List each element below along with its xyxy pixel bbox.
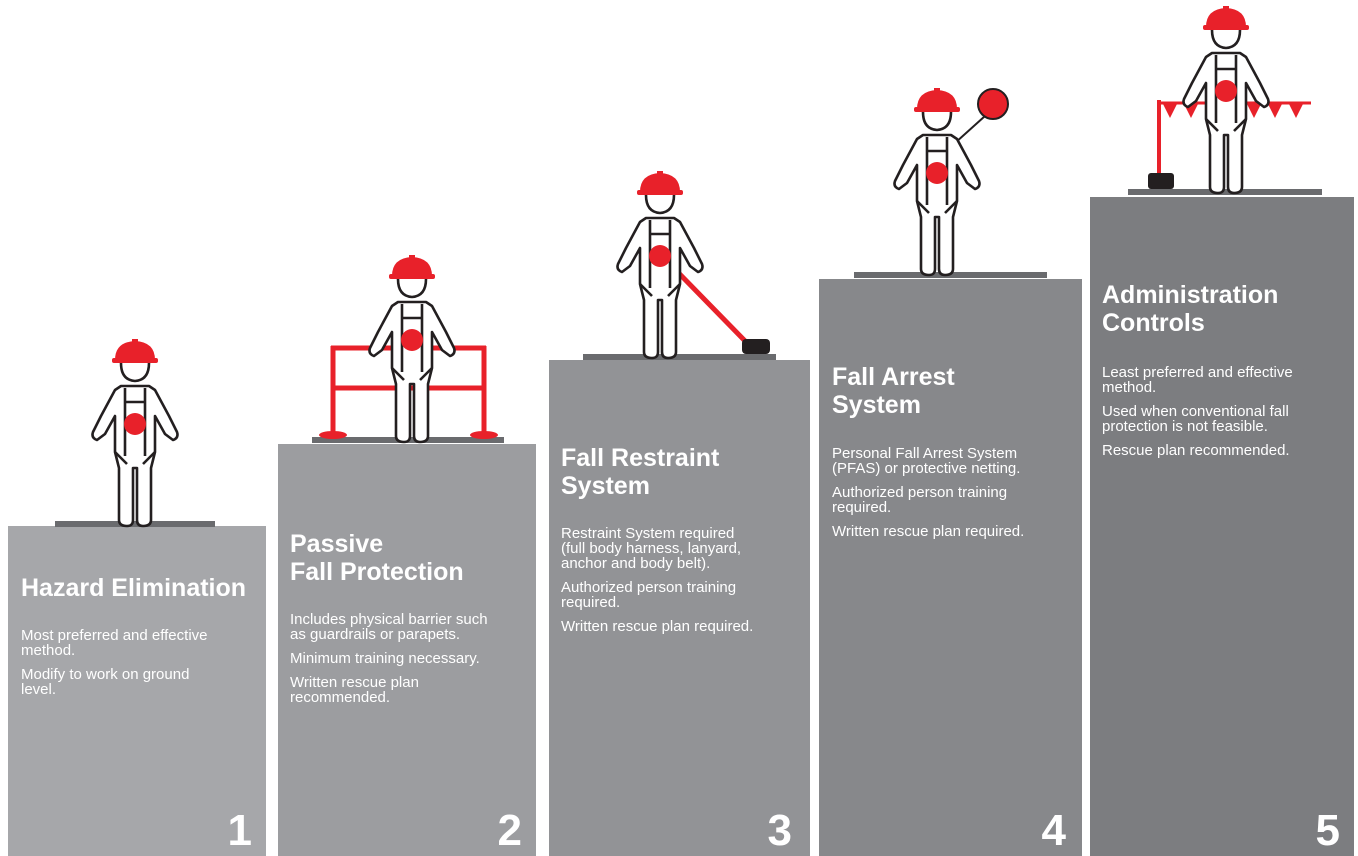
step-5-desc-line: Used when conventional fall protection i…	[1102, 403, 1289, 435]
worker-icon	[1182, 6, 1270, 195]
step-4-column: Fall Arrest System Personal Fall Arrest …	[819, 279, 1082, 856]
step-5-description: Least preferred and effective method. Us…	[1102, 365, 1342, 467]
step-4-title: Fall Arrest System	[832, 363, 955, 419]
step-3-desc-line: Written rescue plan required.	[561, 618, 754, 635]
face	[396, 278, 428, 299]
step-2-desc-line: Written rescue plan recommended.	[290, 674, 419, 706]
step-3-number: 3	[767, 806, 792, 855]
face	[119, 362, 151, 383]
harness-ring-icon	[1215, 80, 1237, 102]
helmet-icon	[392, 257, 432, 276]
step-4-desc-line: Personal Fall Arrest System (PFAS) or pr…	[832, 445, 1021, 477]
worker-icon	[91, 339, 179, 528]
step-3-column: Fall Restraint System Restraint System r…	[549, 360, 810, 856]
body-outline	[616, 216, 704, 360]
step-4-desc-line: Written rescue plan required.	[832, 523, 1025, 540]
face	[1210, 29, 1242, 50]
column-block	[549, 360, 810, 856]
step-2-column: Passive Fall Protection Includes physica…	[278, 444, 536, 856]
step-1-number: 1	[227, 806, 252, 855]
step-4-desc-line: Authorized person training required.	[832, 484, 1008, 516]
body-outline	[893, 133, 981, 277]
step-5-title: Administration Controls	[1102, 281, 1279, 337]
step-2-description: Includes physical barrier such as guardr…	[290, 612, 530, 714]
helmet-icon	[640, 173, 680, 192]
platform	[1128, 189, 1322, 195]
step-2-desc-line: Includes physical barrier such as guardr…	[290, 611, 488, 643]
step-4-number: 4	[1041, 806, 1066, 855]
harness-ring-icon	[926, 162, 948, 184]
step-2-desc-line: Minimum training necessary.	[290, 650, 480, 667]
harness-ring-icon	[401, 329, 423, 351]
column-block	[278, 444, 536, 856]
worker-icon	[616, 171, 704, 360]
body-outline	[91, 384, 179, 528]
step-1-description: Most preferred and effective method. Mod…	[21, 628, 261, 706]
helmet-icon	[917, 90, 957, 109]
anchor-icon	[1148, 173, 1174, 189]
step-5-desc-line: Rescue plan recommended.	[1102, 442, 1290, 459]
column-block	[1090, 197, 1354, 856]
face	[644, 194, 676, 215]
helmet-icon	[115, 341, 155, 360]
step-1-column: Hazard Elimination Most preferred and ef…	[8, 526, 266, 856]
face	[921, 111, 953, 132]
step-5-desc-line: Least preferred and effective method.	[1102, 364, 1293, 396]
step-5-column: Administration Controls Least preferred …	[1090, 197, 1354, 856]
step-3-desc-line: Restraint System required (full body har…	[561, 525, 742, 572]
step-4-description: Personal Fall Arrest System (PFAS) or pr…	[832, 446, 1072, 548]
step-1-title: Hazard Elimination	[21, 574, 247, 602]
body-outline	[368, 300, 456, 444]
column-block	[8, 526, 266, 856]
platform	[55, 521, 215, 527]
anchor-icon	[742, 339, 770, 354]
harness-ring-icon	[649, 245, 671, 267]
step-1-desc-line: Modify to work on ground level.	[21, 666, 190, 698]
step-3-desc-line: Authorized person training required.	[561, 579, 737, 611]
worker-icon	[368, 255, 456, 444]
step-1-desc-line: Most preferred and effective method.	[21, 627, 208, 659]
helmet-icon	[1206, 8, 1246, 27]
step-3-title: Fall Restraint System	[561, 444, 720, 500]
worker-icon	[893, 88, 981, 277]
harness-ring-icon	[124, 413, 146, 435]
step-5-number: 5	[1315, 806, 1340, 855]
step-3-description: Restraint System required (full body har…	[561, 526, 801, 643]
step-2-number: 2	[497, 806, 522, 855]
platform	[583, 354, 776, 360]
column-block	[819, 279, 1082, 856]
body-outline	[1182, 51, 1270, 195]
step-2-title: Passive Fall Protection	[290, 530, 464, 586]
